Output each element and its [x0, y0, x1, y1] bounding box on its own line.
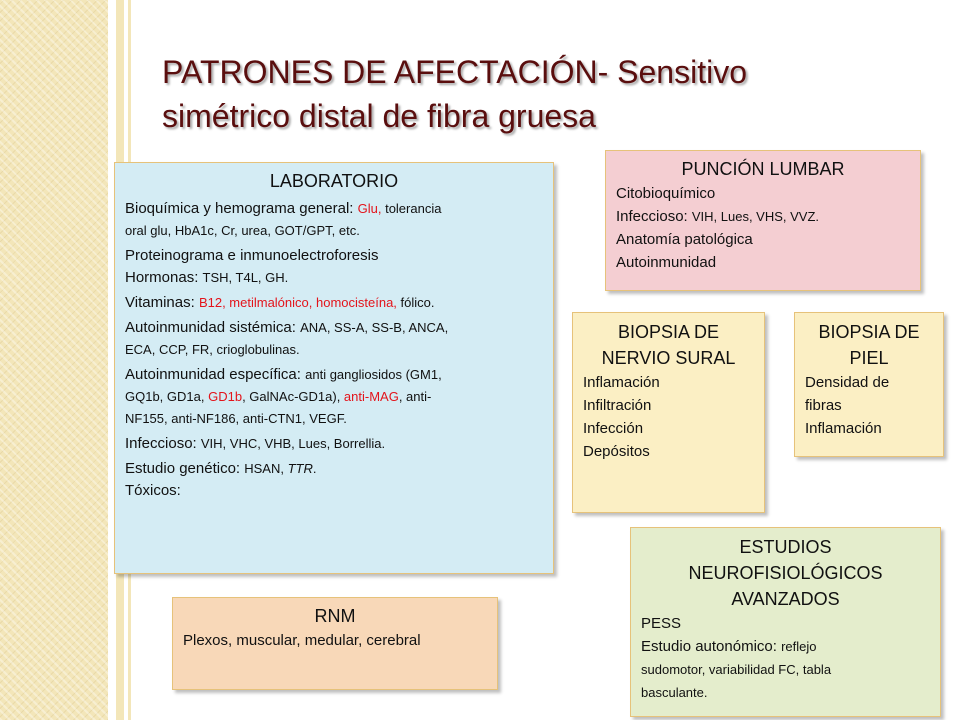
list-item: Estudio autonómico: reflejo	[641, 638, 817, 655]
title-part-3: simétrico distal de fibra gruesa	[162, 98, 596, 134]
rnm-text: Plexos, muscular, medular, cerebral	[183, 632, 421, 649]
estudios-neurofisiologicos-box: ESTUDIOS NEUROFISIOLÓGICOS AVANZADOS PES…	[630, 527, 941, 717]
estudios-heading-2: NEUROFISIOLÓGICOS	[688, 563, 883, 583]
vitaminas-line: Vitaminas: B12, metilmalónico, homociste…	[125, 294, 435, 311]
rnm-heading: RNM	[314, 606, 356, 626]
title-part-2: Sensitivo	[608, 54, 747, 90]
estudios-heading-1: ESTUDIOS	[739, 537, 832, 557]
toxicos-line: Tóxicos:	[125, 482, 181, 499]
list-item: Citobioquímico	[616, 185, 716, 202]
autoinmunidad-sistemica-line: Autoinmunidad sistémica: ANA, SS-A, SS-B…	[125, 319, 449, 336]
list-item: sudomotor, variabilidad FC, tabla	[641, 662, 832, 677]
bioquimica-line: Bioquímica y hemograma general: Glu, tol…	[125, 200, 442, 217]
bioquimica-line-2: oral glu, HbA1c, Cr, urea, GOT/GPT, etc.	[125, 223, 360, 238]
biopsia-piel-heading-2: PIEL	[849, 348, 889, 368]
list-item: PESS	[641, 615, 682, 632]
list-item: Infiltración	[583, 397, 652, 414]
biopsia-piel-heading-1: BIOPSIA DE	[818, 322, 920, 342]
biopsia-sural-heading-1: BIOPSIA DE	[617, 322, 720, 342]
infeccioso-line: Infeccioso: VIH, VHC, VHB, Lues, Borrell…	[125, 435, 386, 452]
biopsia-nervio-sural-box: BIOPSIA DE NERVIO SURAL Inflamación Infi…	[572, 312, 765, 513]
biopsia-piel-box: BIOPSIA DE PIEL Densidad de fibras Infla…	[794, 312, 944, 457]
list-item: basculante.	[641, 685, 708, 700]
laboratorio-heading: LABORATORIO	[269, 171, 399, 191]
estudios-heading-3: AVANZADOS	[731, 589, 840, 609]
list-item: Inflamación	[583, 374, 660, 391]
list-item: Densidad de	[805, 374, 890, 391]
title-part-1: PATRONES DE AFECTACIÓN-	[162, 54, 609, 90]
list-item: Depósitos	[583, 443, 650, 460]
autoinmunidad-especifica-line-3: NF155, anti-NF186, anti-CTN1, VEGF.	[125, 411, 347, 426]
puncion-lumbar-box: PUNCIÓN LUMBAR Citobioquímico Infeccioso…	[605, 150, 921, 291]
rnm-box: RNM Plexos, muscular, medular, cerebral	[172, 597, 498, 690]
proteinograma-line: Proteinograma e inmunoelectroforesis	[125, 247, 379, 264]
autoinmunidad-especifica-line: Autoinmunidad específica: anti gangliosi…	[125, 366, 442, 383]
list-item: Autoinmunidad	[616, 254, 717, 271]
list-item: Infección	[583, 420, 644, 437]
genetico-line: Estudio genético: HSAN, TTR.	[125, 460, 317, 477]
puncion-lumbar-heading: PUNCIÓN LUMBAR	[681, 159, 845, 179]
hormonas-line: Hormonas: TSH, T4L, GH.	[125, 269, 289, 286]
autoinmunidad-especifica-line-2: GQ1b, GD1a, GD1b, GalNAc-GD1a), anti-MAG…	[125, 389, 432, 404]
laboratorio-box: LABORATORIO Bioquímica y hemograma gener…	[114, 162, 554, 574]
list-item: Anatomía patológica	[616, 231, 753, 248]
list-item: Infeccioso: VIH, Lues, VHS, VVZ.	[616, 208, 820, 225]
autoinmunidad-sistemica-line-2: ECA, CCP, FR, crioglobulinas.	[125, 342, 300, 357]
biopsia-sural-heading-2: NERVIO SURAL	[601, 348, 736, 368]
decorative-left-band	[0, 0, 108, 720]
list-item: fibras	[805, 397, 842, 414]
slide-title: PATRONES DE AFECTACIÓN- Sensitivo simétr…	[162, 50, 922, 138]
list-item: Inflamación	[805, 420, 882, 437]
